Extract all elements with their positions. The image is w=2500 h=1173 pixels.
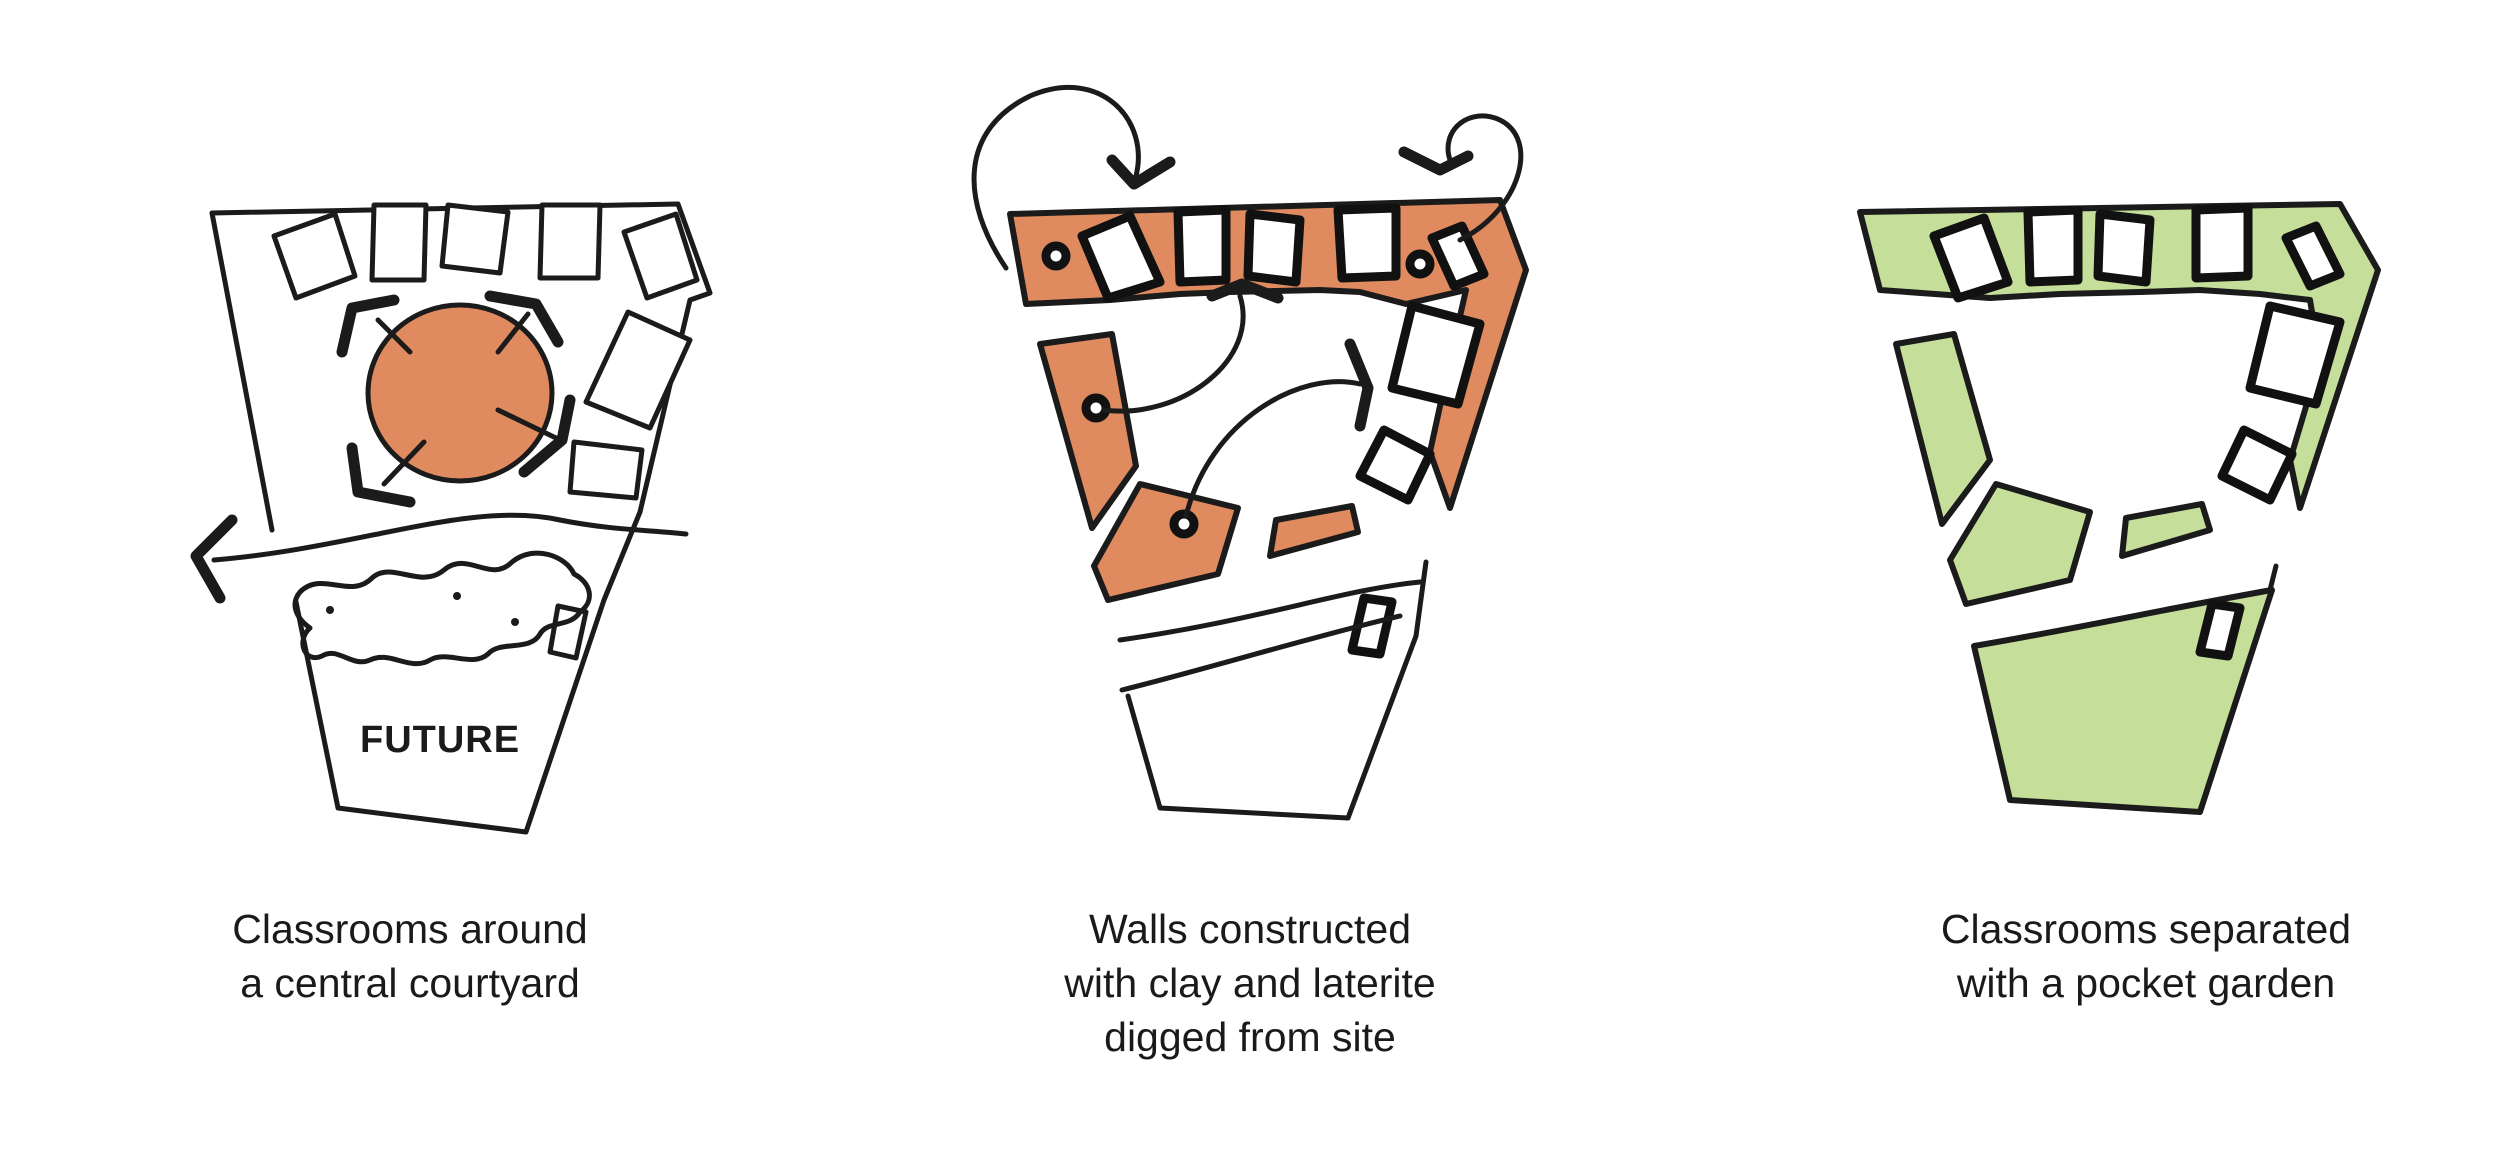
site-outline (209, 201, 713, 835)
caption-line: Classrooms separated (1940, 906, 2352, 952)
tree-dots (326, 592, 519, 626)
garden-block-bottom (1947, 481, 2093, 607)
clay-block-small (1267, 503, 1361, 559)
panel-courtyard-sketch: FUTURE (190, 201, 713, 835)
caption-line: digged from site (1104, 1014, 1396, 1060)
site-outline-2 (1117, 559, 1429, 821)
circulation-arrow (190, 512, 689, 604)
panel-pocket-garden-sketch (1857, 201, 2381, 815)
caption-line: Classrooms around (232, 906, 588, 952)
clay-block-left (1037, 331, 1139, 531)
panel-clay-walls-sketch (971, 84, 1529, 821)
classrooms-clay (1077, 203, 1489, 659)
material-flow-arrows (971, 84, 1524, 519)
site-outline-3 (2267, 563, 2279, 593)
caption-courtyard: Classrooms around a central courtyard (30, 902, 790, 1010)
central-courtyard (365, 302, 555, 484)
classrooms-top-row (271, 202, 700, 301)
courtyard-arrows (336, 290, 576, 508)
garden-block-small (2119, 501, 2213, 559)
classrooms-right-side (547, 309, 693, 661)
garden-block-left (1893, 331, 1993, 527)
caption-line: a central courtyard (240, 960, 580, 1006)
caption-line: with clay and laterite (1064, 960, 1436, 1006)
caption-line: with a pocket garden (1956, 960, 2336, 1006)
well-markers (1041, 241, 1435, 539)
classrooms-garden (1929, 203, 2345, 661)
caption-line: Walls constructed (1088, 906, 1412, 952)
clay-block-bottom (1091, 481, 1241, 603)
caption-clay-walls: Walls constructed with clay and laterite… (870, 902, 1630, 1064)
future-zone-label: FUTURE (360, 719, 520, 761)
tree-canopy-icon (292, 550, 592, 667)
caption-pocket-garden: Classrooms separated with a pocket garde… (1766, 902, 2500, 1010)
